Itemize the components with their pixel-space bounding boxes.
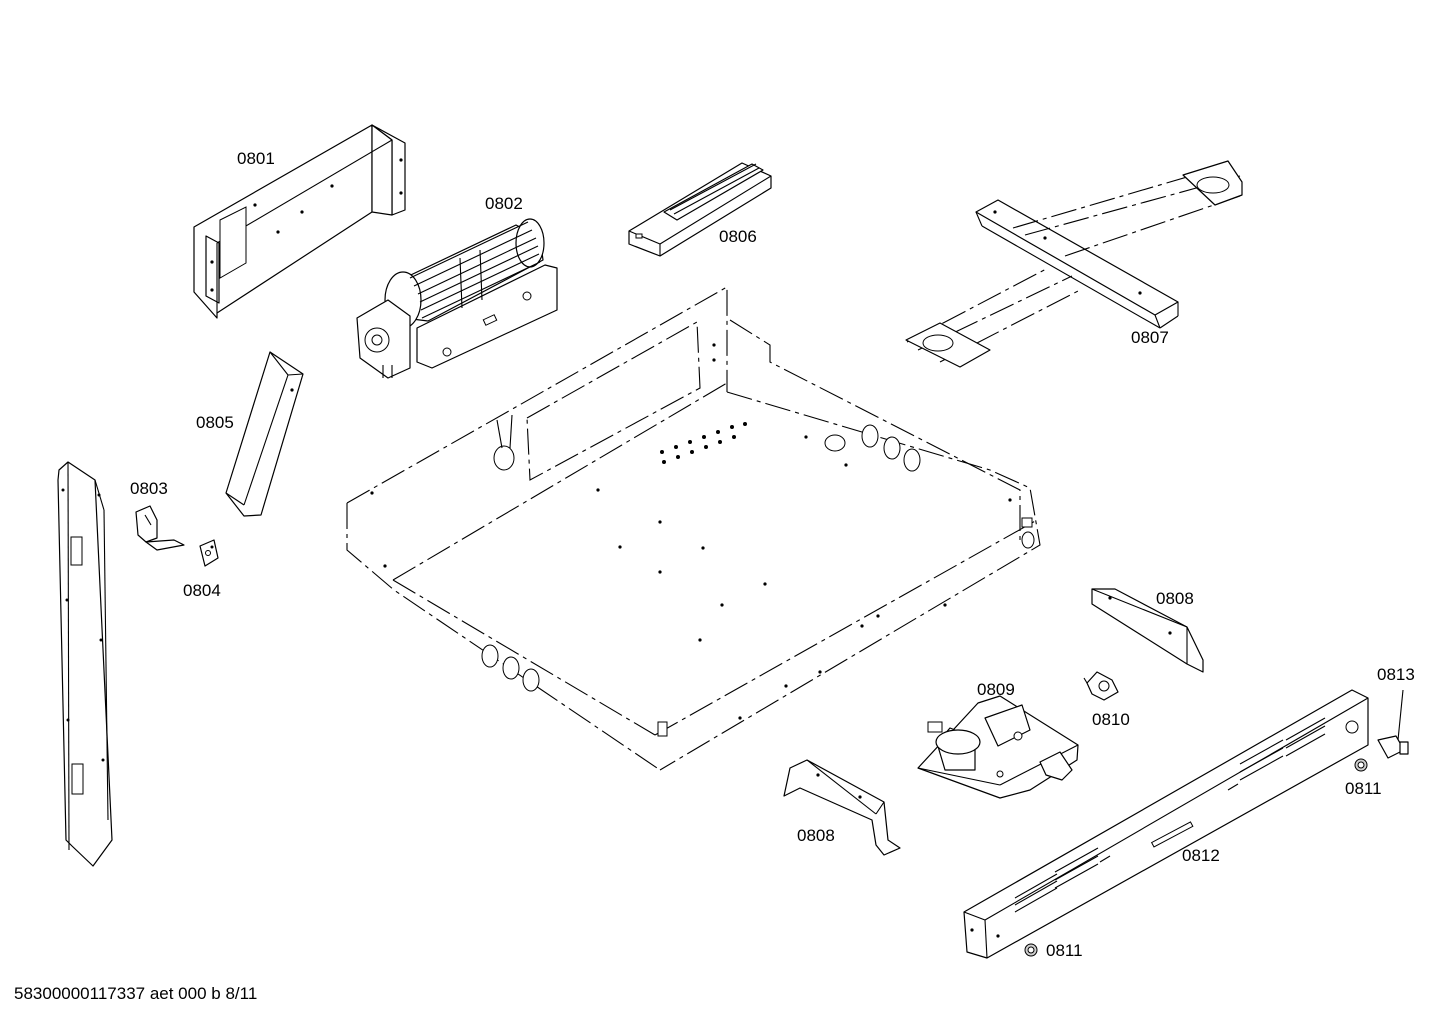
part-0801-bracket	[193, 124, 406, 319]
label-0808-top: 0808	[1156, 589, 1194, 608]
document-footer: 58300000117337 aet 000 b 8/11	[14, 984, 258, 1003]
label-0806: 0806	[719, 227, 757, 246]
part-0811-knob-top	[1354, 758, 1368, 772]
part-side-rail	[57, 461, 113, 867]
label-0811-top: 0811	[1345, 779, 1382, 798]
part-0806-module	[628, 162, 772, 257]
label-0801: 0801	[237, 149, 275, 168]
part-0810-sensor	[1083, 671, 1119, 701]
part-0812-control-panel	[963, 689, 1369, 959]
part-0802-tangential-fan	[356, 218, 558, 379]
label-0807: 0807	[1131, 328, 1169, 347]
part-0813-shaft	[1377, 689, 1409, 759]
label-0802: 0802	[485, 194, 523, 213]
label-0810: 0810	[1092, 710, 1130, 729]
label-0803: 0803	[130, 479, 168, 498]
part-0805-strip	[225, 351, 304, 517]
part-0803-clip	[135, 505, 185, 551]
label-0804: 0804	[183, 581, 221, 600]
label-0811-bottom: 0811	[1046, 941, 1083, 960]
part-0807-cross-support	[905, 160, 1243, 368]
label-0812: 0812	[1182, 846, 1220, 865]
label-0813: 0813	[1377, 665, 1415, 684]
part-0809-assembly	[917, 695, 1079, 799]
label-0805: 0805	[196, 413, 234, 432]
label-0809: 0809	[977, 680, 1015, 699]
part-0808-rail-bottom	[783, 759, 901, 856]
part-housing	[346, 286, 1041, 771]
part-0804-clip	[199, 539, 219, 567]
label-0808-bottom: 0808	[797, 826, 835, 845]
part-0808-rail-top	[1091, 588, 1204, 673]
part-0811-knob-bottom	[1024, 943, 1038, 957]
